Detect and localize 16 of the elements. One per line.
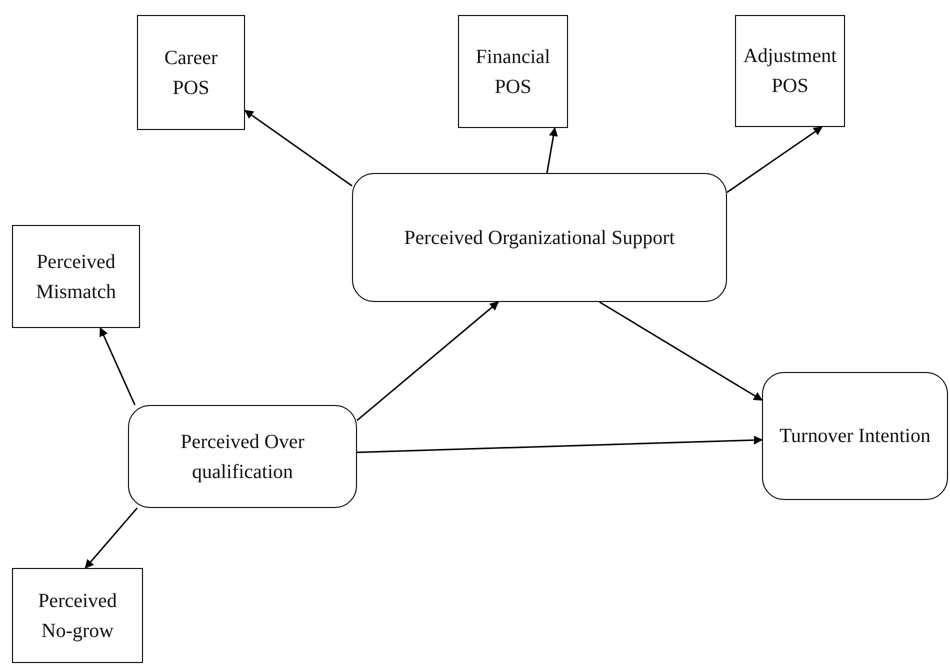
rounded-box: Perceived Over qualification: [128, 405, 357, 508]
arrow: [546, 127, 558, 174]
concept-box: Adjustment POS: [735, 15, 845, 127]
arrow: [599, 301, 763, 401]
concept-box: Career POS: [137, 15, 245, 130]
concept-box: Perceived No-grow: [12, 568, 143, 663]
rounded-box: Perceived Organizational Support: [352, 173, 727, 302]
arrow: [244, 110, 352, 187]
arrow: [356, 436, 763, 454]
arrow: [726, 126, 823, 193]
concept-box: Financial POS: [458, 15, 568, 128]
rounded-box: Turnover Intention: [762, 372, 948, 500]
arrow: [100, 327, 136, 406]
concept-box: Perceived Mismatch: [12, 225, 140, 328]
arrow: [356, 301, 499, 422]
arrow: [84, 508, 138, 569]
